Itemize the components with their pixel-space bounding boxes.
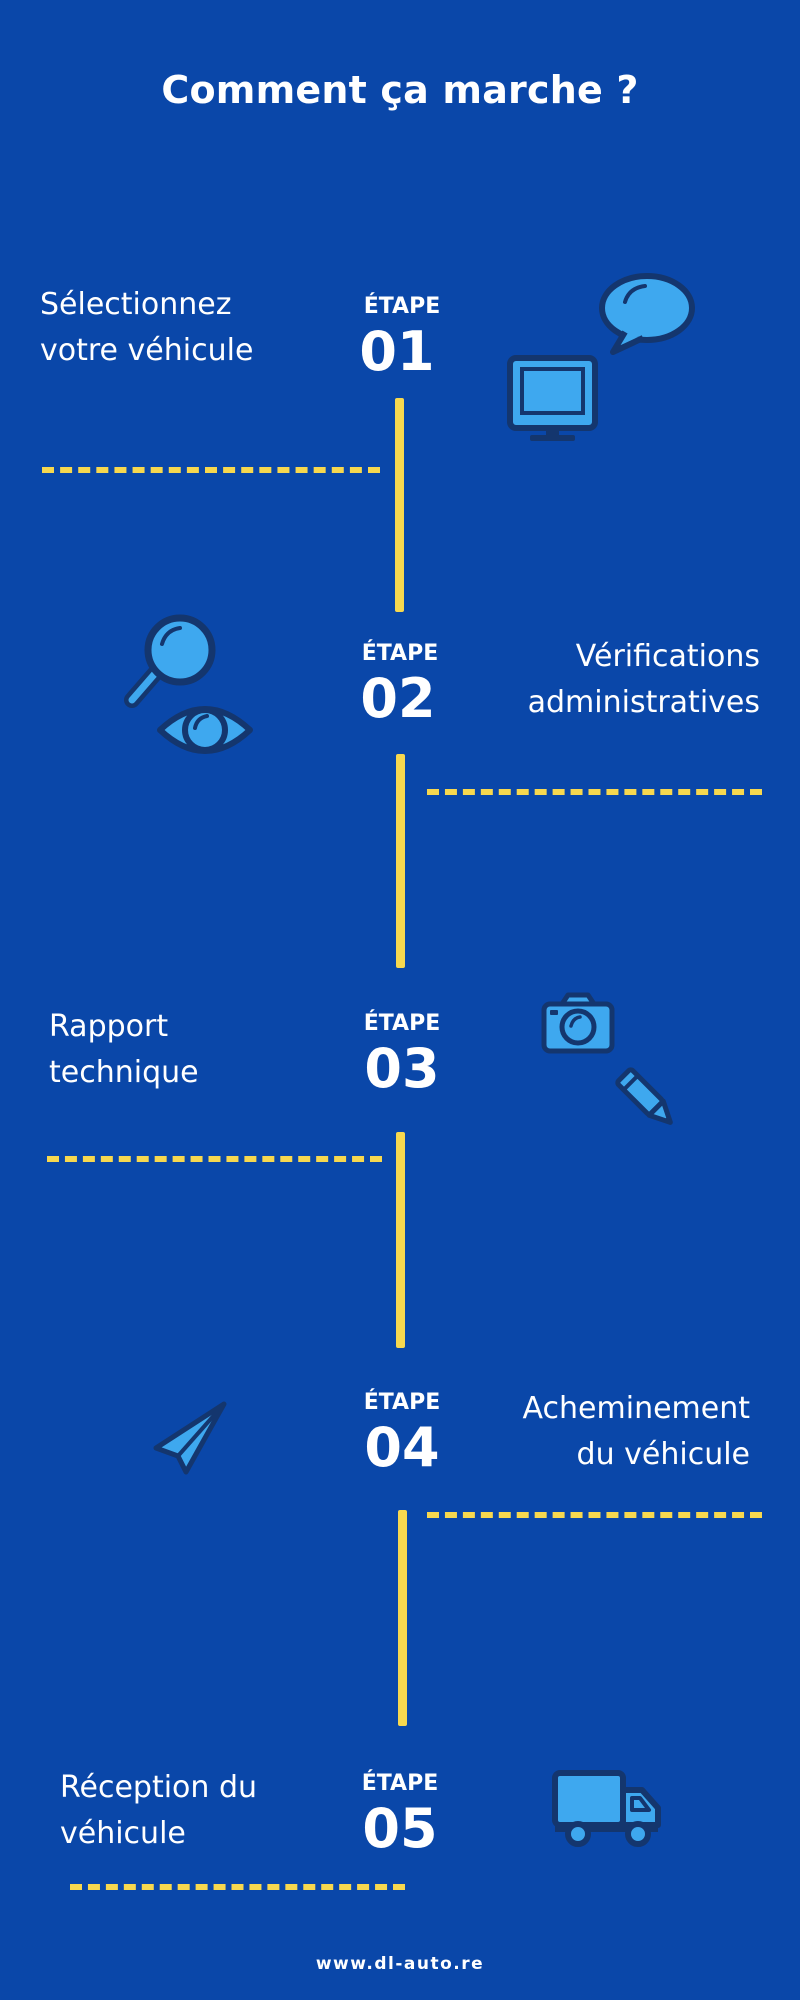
step-5-word: ÉTAPE <box>361 1771 439 1796</box>
divider-4 <box>427 1512 762 1518</box>
timeline-line-1 <box>395 398 404 612</box>
step-1-number: 01 <box>359 320 435 383</box>
camera-icon <box>540 990 616 1056</box>
step-3-label: Rapport technique <box>49 1009 199 1090</box>
magnifying-glass-icon <box>120 612 220 712</box>
pencil-icon <box>610 1062 685 1137</box>
step-3-number: 03 <box>364 1037 440 1100</box>
timeline-line-3 <box>396 1132 405 1348</box>
step-2-label: Vérifications administratives <box>527 639 760 720</box>
speech-bubble-icon <box>595 268 700 358</box>
timeline-line-2 <box>396 754 405 968</box>
footer-url: www.dl-auto.re <box>315 1954 485 1974</box>
step-3-word: ÉTAPE <box>363 1011 441 1036</box>
eye-icon <box>155 698 255 763</box>
divider-2 <box>427 789 762 795</box>
computer-monitor-icon <box>505 353 600 443</box>
step-4-label: Acheminement du véhicule <box>522 1391 750 1472</box>
timeline-line-4 <box>398 1510 407 1726</box>
step-4-word: ÉTAPE <box>363 1390 441 1415</box>
step-5-label: Réception du véhicule <box>60 1770 258 1851</box>
divider-5 <box>70 1884 405 1890</box>
step-2-word: ÉTAPE <box>361 641 439 666</box>
delivery-truck-icon <box>550 1768 665 1850</box>
divider-3 <box>47 1156 382 1162</box>
divider-1 <box>42 467 380 473</box>
paper-plane-icon <box>150 1400 230 1475</box>
step-2-number: 02 <box>360 667 436 730</box>
step-4-number: 04 <box>364 1416 440 1479</box>
step-5-number: 05 <box>362 1797 438 1860</box>
step-1-word: ÉTAPE <box>363 294 441 319</box>
step-1-label: Sélectionnez votre véhicule <box>40 287 254 368</box>
page-title: Comment ça marche ? <box>161 68 639 112</box>
